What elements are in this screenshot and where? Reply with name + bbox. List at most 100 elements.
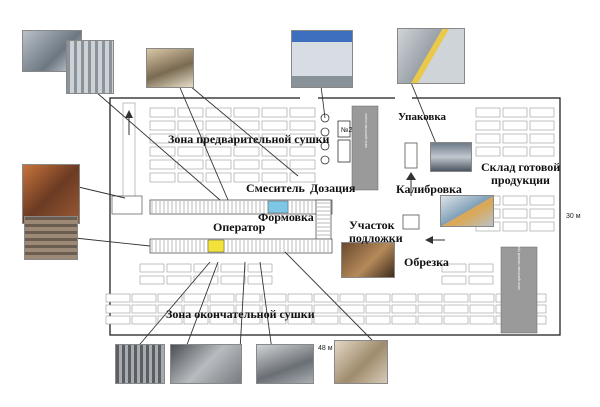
- rack-cell: [261, 133, 288, 144]
- label-mixer: Смеситель: [246, 181, 305, 195]
- rack-cell: [529, 120, 555, 131]
- rack-cell: [313, 315, 339, 325]
- label-packaging: Упаковка: [398, 111, 447, 123]
- rack-cell: [529, 195, 555, 206]
- rack-cell: [502, 120, 528, 131]
- rack-cell: [261, 120, 288, 131]
- rack-cell: [220, 263, 246, 273]
- rack-cell: [287, 293, 313, 303]
- rack-cell: [289, 120, 316, 131]
- rack-cell: [443, 293, 469, 303]
- rack-cell: [209, 315, 235, 325]
- rack-cell: [468, 275, 494, 285]
- rack-cell: [235, 315, 261, 325]
- final-drying-racks: [105, 263, 547, 325]
- photo-dryer-frames: [66, 40, 114, 94]
- rack-cell: [502, 221, 528, 232]
- upper-conveyor-line: [149, 199, 333, 215]
- svg-text:зона хранения готовой продукци: зона хранения готовой продукции: [517, 235, 521, 290]
- rack-cell: [441, 263, 467, 273]
- rack-cell: [391, 304, 417, 314]
- rack-cell: [502, 195, 528, 206]
- packaging-column: [402, 142, 445, 244]
- storage-strip-center: [351, 105, 379, 191]
- rack-cell: [233, 120, 260, 131]
- rack-cell: [183, 304, 209, 314]
- rack-cell: [166, 263, 192, 273]
- photo-silos: [291, 30, 353, 88]
- rack-cell: [339, 304, 365, 314]
- rack-cell: [529, 133, 555, 144]
- rack-cell: [475, 120, 501, 131]
- photo-calibration: [430, 142, 472, 172]
- rack-cell: [205, 120, 232, 131]
- pointer-lines: [69, 75, 463, 351]
- rack-cell: [177, 159, 204, 170]
- rack-cell: [468, 263, 494, 273]
- rack-cell: [105, 293, 131, 303]
- rack-cell: [469, 293, 495, 303]
- rack-cell: [261, 172, 288, 183]
- photo-packaging-line: [397, 28, 465, 84]
- lower-conveyor-line: [149, 238, 333, 254]
- rack-cell: [233, 107, 260, 118]
- label-final-drying-zone: Зона окончательной сушки: [166, 307, 315, 321]
- rack-cell: [157, 315, 183, 325]
- rack-cell: [469, 315, 495, 325]
- rack-cell: [391, 315, 417, 325]
- rack-cell: [365, 304, 391, 314]
- rack-cell: [502, 146, 528, 157]
- rack-cell: [177, 120, 204, 131]
- rack-cell: [289, 107, 316, 118]
- label-substrate-line2: подложки: [349, 231, 403, 245]
- rack-cell: [149, 159, 176, 170]
- rack-cell: [166, 275, 192, 285]
- label-warehouse-line1: Склад готовой: [481, 160, 561, 174]
- rack-cell: [233, 146, 260, 157]
- rack-cell: [149, 146, 176, 157]
- photo-bottom-1: [115, 344, 165, 384]
- photo-bottom-2: [170, 344, 242, 384]
- label-molding: Формовка: [258, 210, 314, 224]
- rack-cell: [529, 208, 555, 219]
- rack-cell: [289, 133, 316, 144]
- rack-cell: [183, 293, 209, 303]
- rack-cell: [261, 107, 288, 118]
- rack-cell: [209, 304, 235, 314]
- left-corridor: [111, 102, 143, 215]
- rack-cell: [289, 146, 316, 157]
- rack-cell: [443, 315, 469, 325]
- svg-text:зона хранения сырья: зона хранения сырья: [364, 113, 368, 148]
- label-pre-drying-zone: Зона предварительной сушки: [168, 132, 330, 146]
- rack-cell: [139, 263, 165, 273]
- rack-cell: [261, 293, 287, 303]
- photo-bottom-4: [334, 340, 388, 384]
- rack-cell: [469, 304, 495, 314]
- rack-cell: [287, 315, 313, 325]
- photo-drying-cells: [22, 164, 80, 224]
- rack-cell: [193, 263, 219, 273]
- rack-cell: [149, 120, 176, 131]
- rack-cell: [529, 146, 555, 157]
- rack-cell: [220, 275, 246, 285]
- photo-bottom-3: [256, 344, 314, 384]
- rack-cell: [339, 293, 365, 303]
- rack-cell: [475, 133, 501, 144]
- rack-cell: [131, 315, 157, 325]
- rack-cell: [261, 159, 288, 170]
- rack-cell: [502, 107, 528, 118]
- photo-formwork: [24, 216, 78, 260]
- rack-cell: [131, 304, 157, 314]
- rack-cell: [261, 146, 288, 157]
- label-warehouse-line2: продукции: [491, 173, 550, 187]
- rack-cell: [475, 146, 501, 157]
- rack-cell: [177, 146, 204, 157]
- rack-cell: [105, 315, 131, 325]
- label-operator: Оператор: [213, 220, 266, 234]
- rack-cell: [233, 133, 260, 144]
- rack-cell: [205, 159, 232, 170]
- label-dosing: Дозация: [310, 181, 356, 195]
- rack-cell: [443, 304, 469, 314]
- rack-cell: [529, 107, 555, 118]
